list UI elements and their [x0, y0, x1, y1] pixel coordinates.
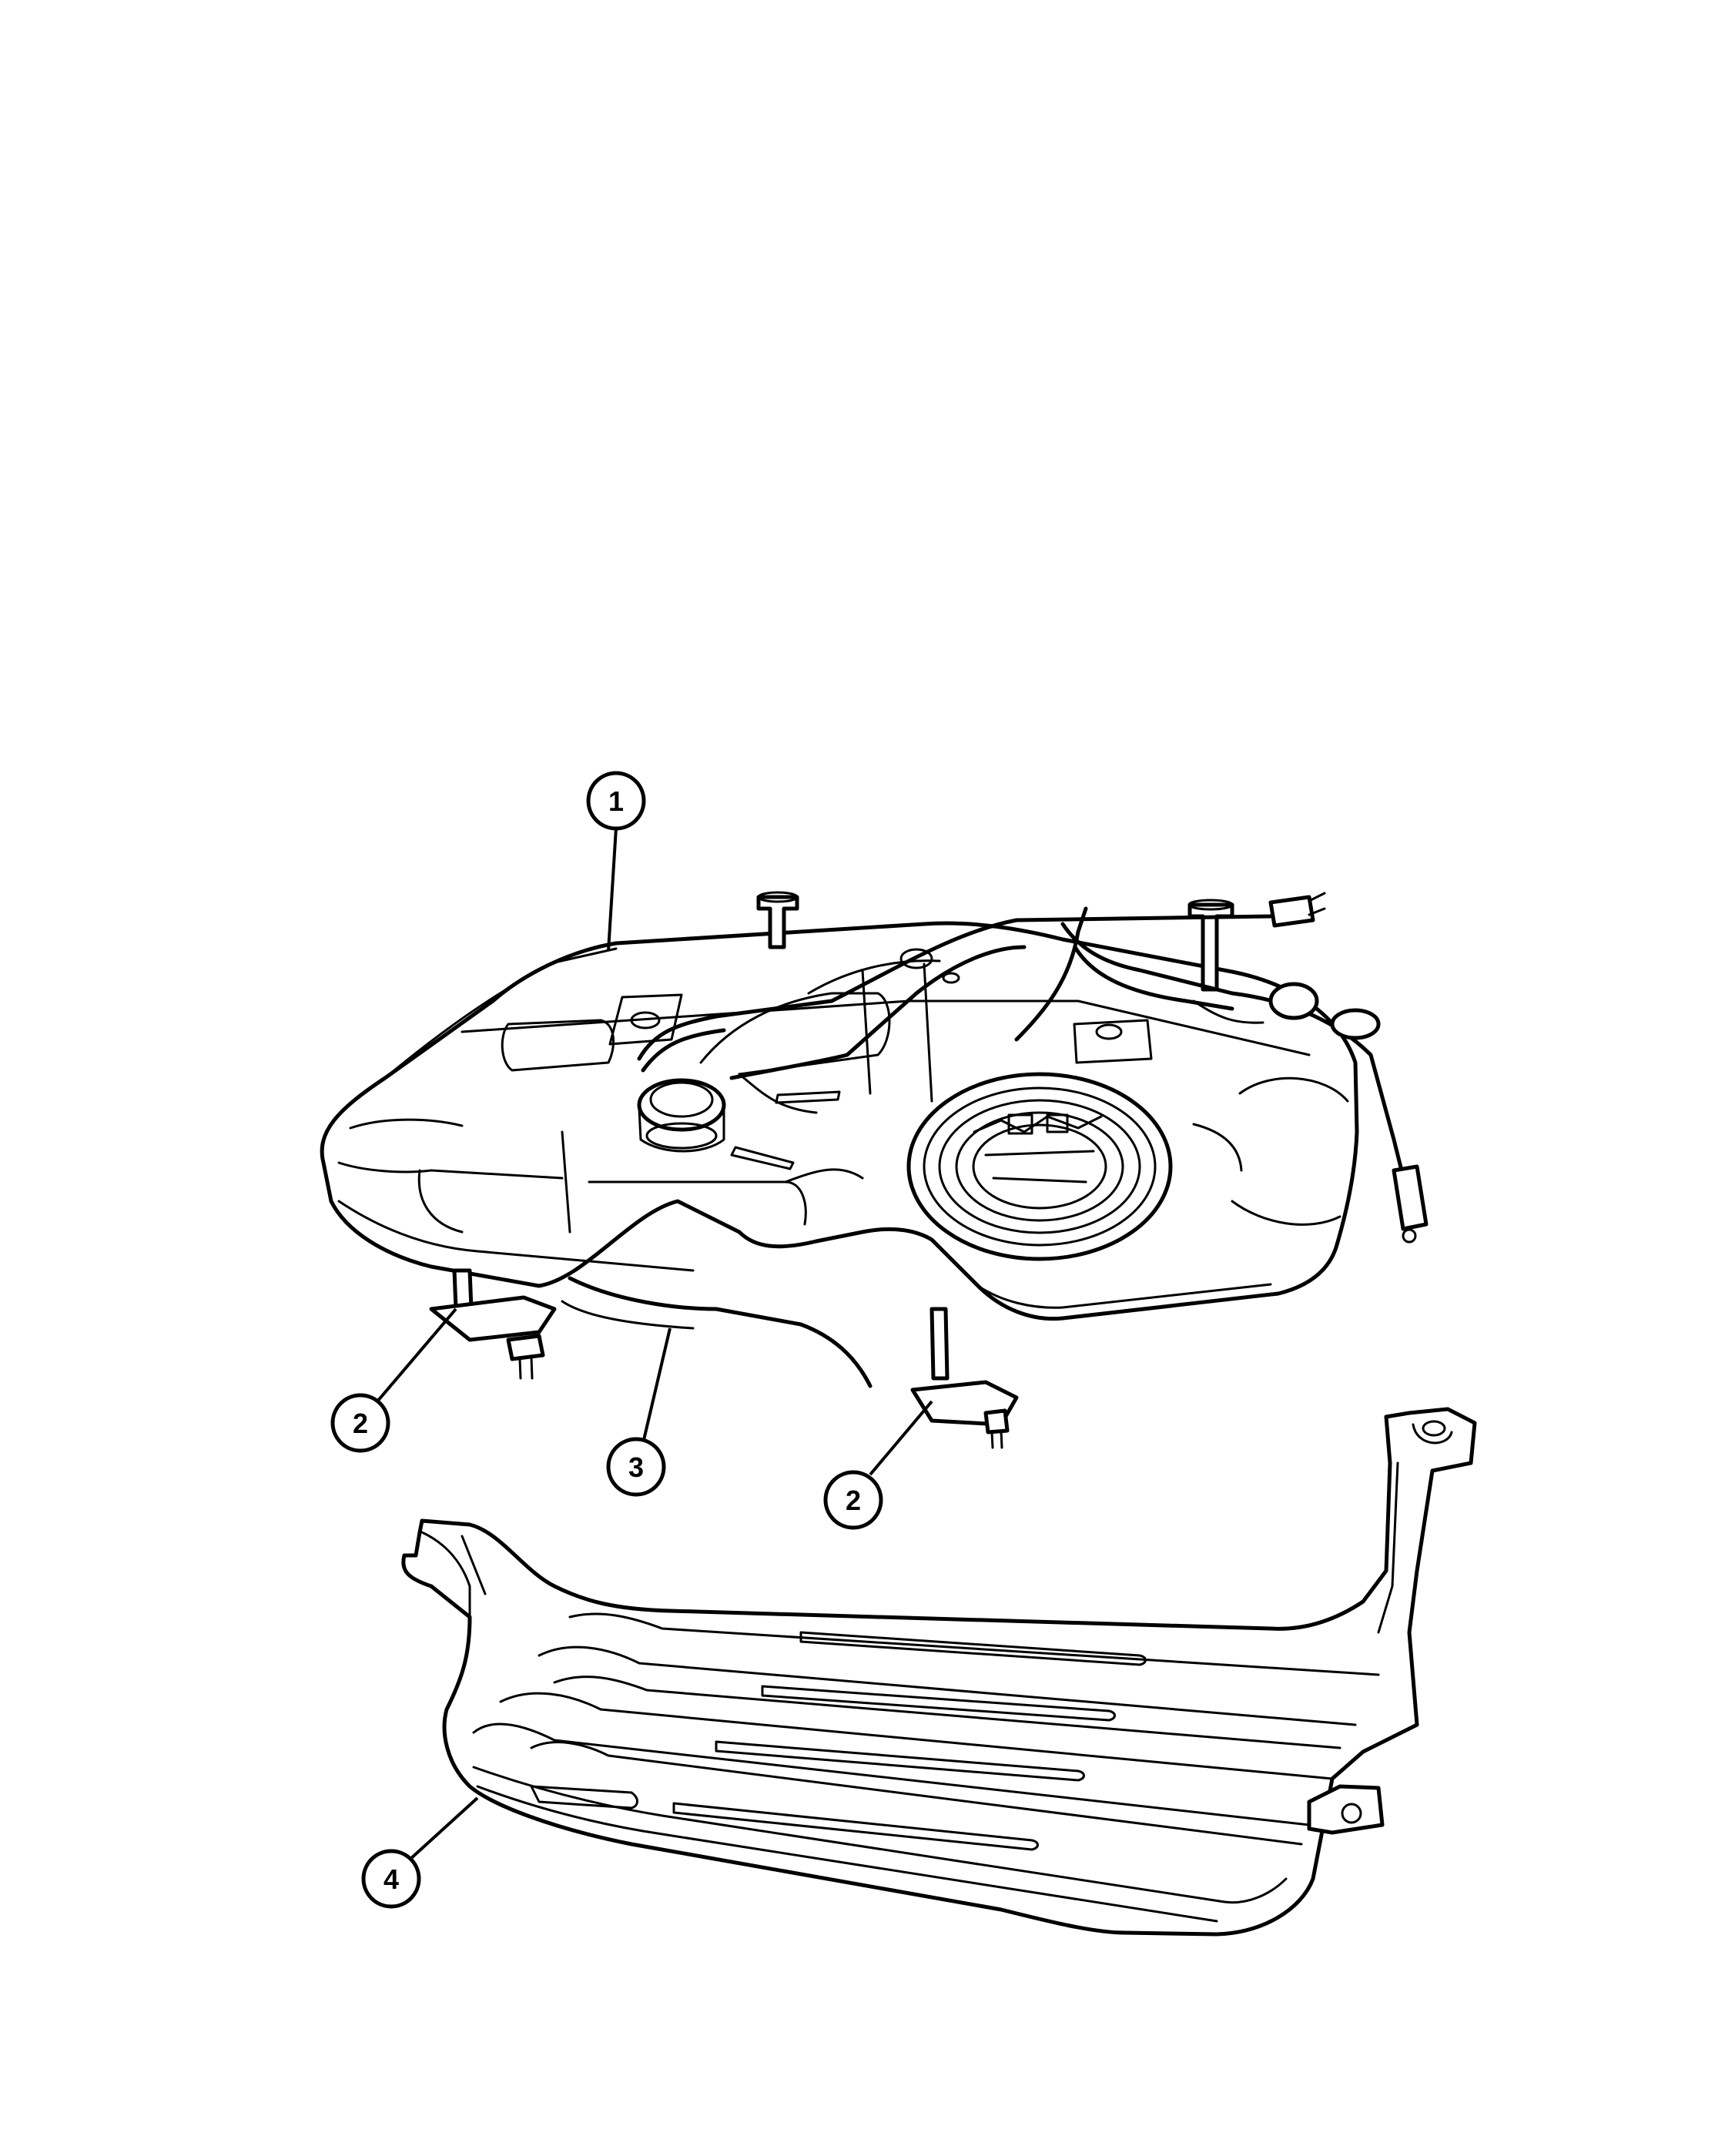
- callout-2-left: 2: [330, 1307, 457, 1453]
- mount-bracket-left: [429, 1268, 557, 1380]
- callout-3-label: 3: [628, 1451, 644, 1483]
- callout-1-label: 1: [608, 785, 624, 817]
- callout-3: 3: [606, 1327, 672, 1497]
- callout-4-label: 4: [384, 1863, 399, 1895]
- callout-2-right-label: 2: [846, 1485, 861, 1516]
- tank-strap: [561, 1276, 873, 1388]
- skid-plate: [401, 1407, 1477, 1937]
- callout-4: 4: [361, 1796, 479, 1909]
- callout-2-right: 2: [823, 1400, 933, 1530]
- mount-bracket-right: [910, 1307, 1019, 1449]
- fuel-lines: [637, 892, 1429, 1244]
- fuel-tank: [320, 921, 1359, 1321]
- callout-1: 1: [586, 771, 646, 952]
- callout-2-left-label: 2: [353, 1408, 368, 1439]
